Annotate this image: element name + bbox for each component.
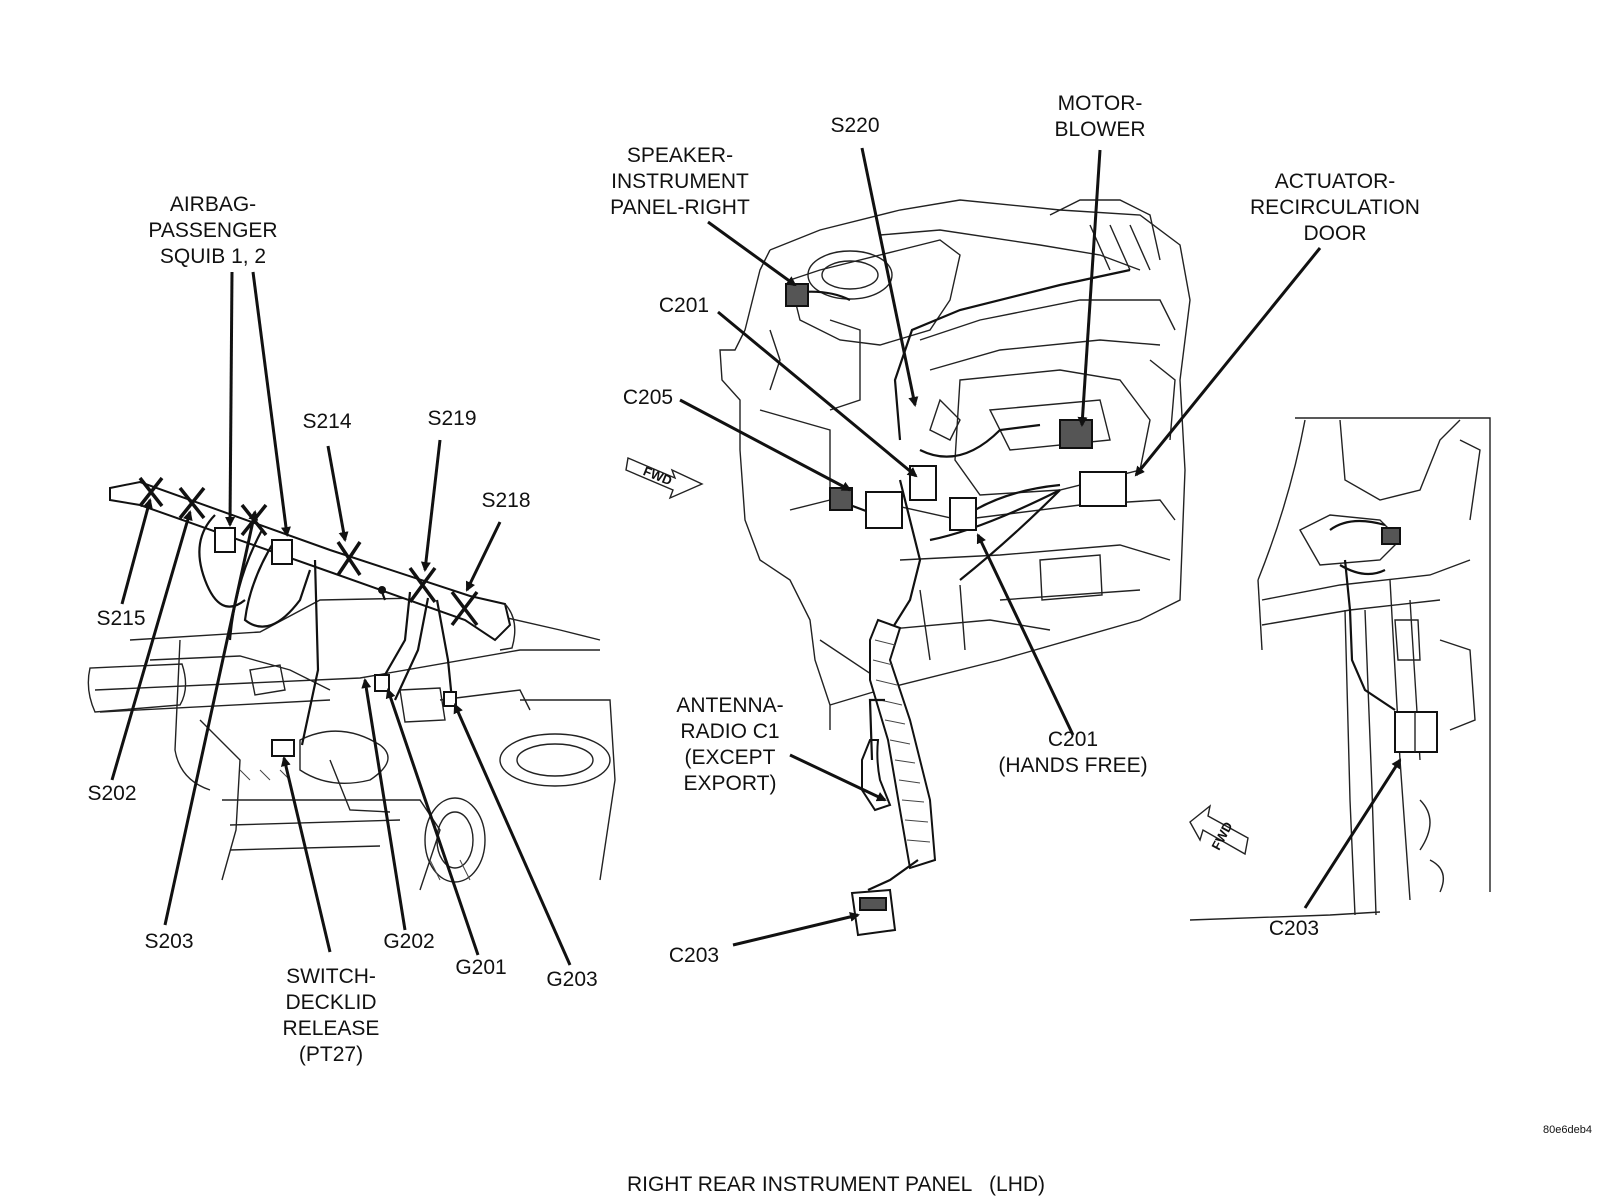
label-s215: S215 [96,607,145,630]
left-panel-view: AIRBAG- PASSENGER SQUIB 1, 2 S214 S219 S… [87,193,616,1066]
svg-text:RADIO C1: RADIO C1 [680,720,779,743]
label-g203: G203 [546,968,597,991]
label-s214: S214 [302,410,351,433]
svg-text:(HANDS FREE): (HANDS FREE) [998,754,1147,777]
left-panel-structure [87,597,616,891]
fwd-arrow-center: FWD [625,457,704,500]
svg-text:FWD: FWD [1208,819,1235,852]
svg-text:EXPORT): EXPORT) [684,772,777,795]
motor-blower-label: MOTOR- BLOWER [1054,92,1145,141]
left-leaders [110,271,572,966]
svg-text:PASSENGER: PASSENGER [148,219,277,242]
svg-text:ACTUATOR-: ACTUATOR- [1275,170,1396,193]
label-c205: C205 [623,386,673,409]
svg-text:SWITCH-: SWITCH- [286,965,376,988]
label-s218: S218 [481,489,530,512]
right-structure [1189,417,1491,921]
svg-text:MOTOR-: MOTOR- [1058,92,1143,115]
svg-text:RELEASE: RELEASE [283,1017,380,1040]
label-g202: G202 [383,930,434,953]
speaker-label: SPEAKER- INSTRUMENT PANEL-RIGHT [610,144,750,219]
fwd-arrow-right: FWD [1189,804,1249,856]
svg-text:C201: C201 [1048,728,1098,751]
center-leaders [679,147,1322,947]
label-s219: S219 [427,407,476,430]
c201-hands-free-label: C201 (HANDS FREE) [998,728,1147,777]
svg-text:SPEAKER-: SPEAKER- [627,144,733,167]
center-structure [719,199,1191,730]
label-c201-top: C201 [659,294,709,317]
center-connectors [785,283,1127,937]
label-g201: G201 [455,956,506,979]
image-code: 80e6deb4 [1543,1124,1592,1136]
svg-text:INSTRUMENT: INSTRUMENT [611,170,749,193]
diagram-caption: RIGHT REAR INSTRUMENT PANEL (LHD) [627,1173,1045,1196]
svg-text:BLOWER: BLOWER [1054,118,1145,141]
svg-text:(EXCEPT: (EXCEPT [684,746,775,769]
right-harness [1329,519,1438,753]
switch-decklid-label: SWITCH- DECKLID RELEASE (PT27) [283,965,380,1066]
label-s220: S220 [830,114,879,137]
svg-text:DOOR: DOOR [1304,222,1367,245]
label-s202: S202 [87,782,136,805]
svg-text:RECIRCULATION: RECIRCULATION [1250,196,1420,219]
center-harness [801,268,1131,892]
svg-text:DECKLID: DECKLID [285,991,376,1014]
svg-text:(PT27): (PT27) [299,1043,363,1066]
right-panel-view: FWD C203 [1189,417,1491,940]
airbag-passenger-label: AIRBAG- PASSENGER SQUIB 1, 2 [148,193,277,268]
svg-text:SQUIB 1, 2: SQUIB 1, 2 [160,245,266,268]
svg-text:ANTENNA-: ANTENNA- [676,694,783,717]
center-panel-view: FWD SPEAKER- INSTRUMENT PANEL-RIGHT S220… [610,92,1420,967]
svg-text:PANEL-RIGHT: PANEL-RIGHT [610,196,750,219]
svg-text:FWD: FWD [641,463,674,488]
antenna-label: ANTENNA- RADIO C1 (EXCEPT EXPORT) [676,694,783,795]
label-c203-center: C203 [669,944,719,967]
svg-text:AIRBAG-: AIRBAG- [170,193,256,216]
right-leader-c203 [1303,758,1402,909]
actuator-label: ACTUATOR- RECIRCULATION DOOR [1250,170,1420,245]
label-s203: S203 [144,930,193,953]
label-c203-right: C203 [1269,917,1319,940]
left-harness [109,480,516,757]
